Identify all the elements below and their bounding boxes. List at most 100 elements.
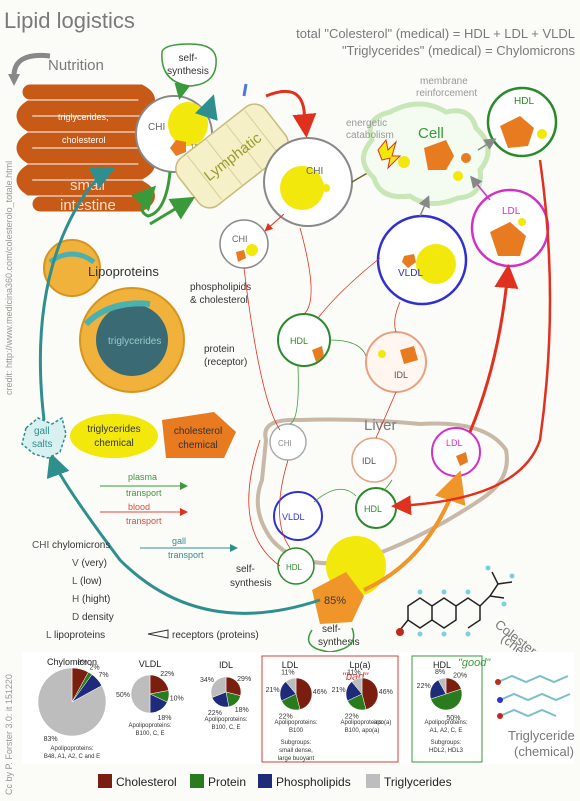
pie-ldl-apo-a: Apolipoproteins: — [274, 720, 317, 726]
cell-to-hdl-arrow — [477, 138, 497, 151]
pie-lp-a-label-0: 46% — [379, 689, 393, 696]
hdl-mid-label: HDL — [290, 336, 308, 346]
transport-legend: plasma transport blood transport gall tr… — [100, 472, 238, 560]
pie-legend: Cholesterol Protein Phospholipids Trigly… — [98, 774, 452, 789]
ldl-liver-to-ldl-red-arrow — [468, 264, 519, 433]
pie-idl-apo-a: Apolipoproteins: — [204, 717, 247, 723]
trig-chol-label-a: triglycerides, — [58, 112, 109, 122]
pie-idl-apo-b: B100, C, E — [211, 725, 240, 731]
vldl-chol — [402, 254, 416, 268]
chi-liver-label: CHI — [278, 439, 292, 448]
pie-chylomicron-slice-3 — [37, 667, 107, 737]
pie-vldl-slice-3 — [130, 674, 151, 714]
lipoprotein-small-icon — [43, 239, 101, 297]
pie-lp-a-label-2: 21% — [332, 687, 346, 694]
pie-ldl-slice-3 — [285, 677, 297, 695]
transport-plasma-a: plasma — [128, 472, 157, 482]
transport-blood-b: transport — [126, 516, 162, 526]
nutrition-label: Nutrition — [48, 57, 104, 74]
credit-text: credit: http://www.medicina360.com/coles… — [4, 161, 14, 395]
pie-ldl-sub-2: large buoyant — [278, 756, 315, 762]
transport-plasma-b: transport — [126, 488, 162, 498]
pie-chylomicron-label-3: 83% — [44, 736, 58, 743]
pie-vldl-label-0: 22% — [160, 671, 174, 678]
idl-mid-chol — [400, 346, 418, 364]
pie-chylomicron-label-2: 7% — [98, 672, 108, 679]
gall-transport-arrow — [46, 452, 321, 615]
hdl-top-label: HDL — [514, 96, 534, 107]
hdl-top-dot — [537, 129, 547, 139]
legend-swatch-phospholipids — [258, 774, 272, 788]
hdl-top-chol — [500, 116, 534, 148]
pie-hdl-label-1: 50% — [446, 715, 460, 722]
pie-ldl-title: LDL — [282, 660, 299, 670]
pie-vldl-apo-a: Apolipoproteins: — [128, 723, 171, 729]
transport-blood-a: blood — [128, 502, 150, 512]
legend-protein: Protein — [208, 775, 246, 789]
cell-chol-block — [424, 140, 454, 170]
svg-text:L (low): L (low) — [72, 576, 102, 587]
transport-gall-b: transport — [168, 550, 204, 560]
license-text: Cc by P. Forster 3.0: it 151220 — [4, 674, 14, 795]
idl-mid-dot — [378, 350, 386, 358]
pie-lp-a-slice-0 — [361, 677, 379, 710]
pie-charts: 8%2%7%83%ChylomicronApolipoproteins:B48,… — [37, 657, 468, 762]
pie-ldl-slice-0 — [295, 677, 313, 710]
good-label: "good" — [458, 657, 491, 669]
pie-idl-label-3: 34% — [200, 677, 214, 684]
lipoprotein-large-band — [83, 300, 151, 327]
lipoprotein-core-label: triglycerides — [108, 336, 161, 347]
pie-idl-slice-3 — [210, 676, 227, 698]
vldl-core — [416, 244, 456, 284]
self-synthesis-bubble-top — [161, 43, 217, 87]
pie-ldl-label-1: 22% — [279, 714, 293, 721]
gall-salts-label-b: salts — [32, 439, 53, 450]
gall-to-intestine-arrow — [38, 167, 116, 421]
trig-chem-label-a: triglycerides — [87, 424, 140, 435]
pie-hdl-title: HDL — [433, 660, 451, 670]
synth-to-chi-arrow — [174, 82, 191, 100]
pie-vldl-label-2: 18% — [157, 715, 171, 722]
trig-oxygen-1 — [495, 679, 501, 685]
receptor-icon — [147, 629, 169, 639]
pie-ldl-sub-1: small dense, — [279, 748, 313, 754]
ldl-right-label: LDL — [502, 206, 521, 217]
pie-hdl-label-0: 20% — [453, 673, 467, 680]
vldl-liver-label: VLDL — [282, 512, 305, 522]
pie-lp-a-title: Lp(a) — [349, 660, 370, 670]
pie-lp-a-apo-b: B100, apo(a) — [345, 728, 380, 734]
pie-vldl-title: VLDL — [139, 659, 162, 669]
triglyceride-molecule — [497, 674, 571, 718]
pie-hdl-label-3: 8% — [435, 669, 445, 676]
chi-remnant-core — [246, 244, 258, 256]
small-intestine — [16, 84, 155, 212]
pie-hdl-apo-a: Apolipoproteins: — [424, 720, 467, 726]
pie-chylomicron-label-1: 2% — [89, 665, 99, 672]
trig-oxygen-2 — [497, 697, 503, 703]
ldl-to-cell-arrow — [470, 175, 491, 201]
receptors-label: receptors (proteins) — [172, 630, 259, 641]
colesterol-molecule — [399, 571, 513, 631]
nutrition-arrow-head — [8, 74, 20, 86]
legend-swatch-triglycerides — [366, 774, 380, 788]
hdl-return-red-arrow — [391, 159, 552, 516]
self-synthesis-bottom-b: synthesis — [318, 637, 360, 648]
pie-ldl-label-2: 21% — [266, 687, 280, 694]
colesterol-oxygen — [396, 628, 404, 636]
pie-chylomicron-label-0: 8% — [77, 659, 87, 666]
hdl-mid-chol — [312, 346, 324, 362]
triglyceride-chem-label-b: (chemical) — [514, 744, 574, 759]
legend-cholesterol: Cholesterol — [116, 775, 177, 789]
abbr-5-key: L — [46, 630, 52, 641]
self-synthesis-bottom-a: self- — [322, 624, 341, 635]
pie-vldl-label-1: 10% — [170, 695, 184, 702]
pie-chylomicron-title: Chylomicron — [47, 657, 97, 667]
membrane-label-b: reinforcement — [416, 88, 477, 99]
pie-hdl-sub-1: HDL2, HDL3 — [429, 748, 464, 754]
bad-box — [261, 655, 399, 763]
lymph-to-blood-arrow — [265, 89, 317, 138]
pie-idl-label-2: 22% — [208, 710, 222, 717]
lymphatic-vessel: Lymphatic — [175, 103, 289, 209]
